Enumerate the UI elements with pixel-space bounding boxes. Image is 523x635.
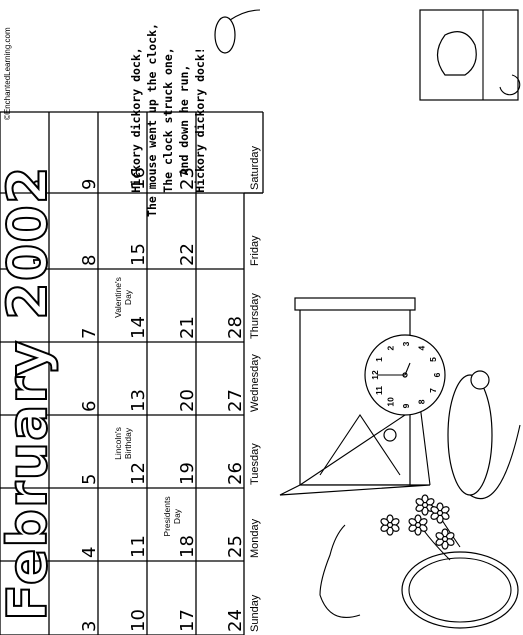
mouse-illustration [447,370,521,500]
day-number: 3 [79,621,100,632]
day-number: 4 [79,547,100,558]
poem-line: And down he run, [177,64,191,176]
weekday-label-saturday: Saturday [249,145,261,190]
nursery-rhyme: Hickory dickory dock, The mouse went up … [128,15,208,225]
weekday-label-friday: Friday [249,235,261,266]
weekday-label-tuesday: Tuesday [249,443,261,485]
clock-door [319,414,401,476]
small-mouse-body [214,16,236,54]
day-number: 27 [225,389,246,412]
holiday-text: Lincoln's [113,427,123,460]
holiday-text: Day [123,289,133,305]
day-number: 7 [79,328,100,339]
day-number: 9 [79,179,100,190]
day-number: 24 [225,609,246,632]
mouse-tail [469,424,521,500]
day-number: 21 [177,316,198,339]
flower [435,528,455,550]
day-number: 22 [177,243,198,266]
day-number: 5 [79,474,100,485]
day-number: 1 [30,255,51,266]
clock-number: 1 [374,357,384,362]
day-number: 19 [177,462,198,485]
day-number: 2 [30,179,51,190]
day-number: 6 [79,401,100,412]
clock-number: 7 [428,388,438,393]
flower-center [386,521,394,529]
clock-number: 10 [386,397,396,407]
flower-vase-illustration [319,494,519,629]
day-number: 28 [225,316,246,339]
poem-line: The mouse went up the clock, [145,23,159,217]
clock-number: 9 [401,403,411,408]
flower [408,514,428,536]
clock-number: 6 [432,372,442,377]
day-number: 16 [128,167,149,190]
poem-line: Hickory dickory dock, [129,47,143,193]
clock-number: 3 [401,341,411,346]
weekday-label-sunday: Sunday [249,594,261,632]
moon [499,74,521,96]
tree-foliage [436,31,477,76]
day-number: 15 [128,243,149,266]
clock-number: 5 [428,357,438,362]
small-mouse-tail [229,9,261,21]
copyright-notice: ©EnchantedLearning.com [3,27,12,120]
day-number: 10 [128,609,149,632]
clock-hour-hand [404,362,411,376]
clock-number: 4 [417,346,427,351]
day-number: 13 [128,389,149,412]
flower-center [436,509,444,517]
mirror-inner [408,557,512,623]
mouse-ear [470,370,490,390]
clock-number: 8 [417,399,427,404]
flower [380,514,400,536]
holiday-text: Presidents [162,496,172,536]
weekday-label-thursday: Thursday [249,293,261,339]
day-number: 11 [128,535,149,558]
vase-outline [319,524,361,619]
grid-lines [0,111,264,635]
small-mouse-illustration [214,9,261,54]
flower-center [441,535,449,543]
weekday-label-monday: Monday [249,518,261,558]
clock-roof [279,484,431,496]
flower [430,502,450,524]
day-number: 8 [79,255,100,266]
flower-center [414,521,422,529]
day-number: 20 [177,389,198,412]
clock-top-trim [294,297,416,311]
poem-line: The clock struck one, [161,47,175,193]
clock-number: 11 [374,386,384,395]
holiday-text: Valentine's [113,277,123,318]
clock-number: 2 [386,346,396,351]
mouse-body [447,374,493,496]
day-number: 17 [177,609,198,632]
calendar-title: February 2002 [0,165,60,622]
day-number: 14 [128,316,149,339]
mirror-oval [401,551,519,629]
day-number: 18 [177,535,198,558]
poem-line: Hickory dickory dock! [193,47,207,193]
pendulum-bob [383,428,397,442]
clock-number: 12 [370,370,380,380]
day-number: 26 [225,462,246,485]
window-picture [419,9,521,101]
flower-center [421,501,429,509]
day-number: 23 [177,167,198,190]
weekday-label-wednesday: Wednesday [249,354,261,412]
holiday-text: Birthday [123,427,133,459]
day-number: 25 [225,535,246,558]
holiday-text: Day [172,508,182,524]
day-number: 12 [128,462,149,485]
